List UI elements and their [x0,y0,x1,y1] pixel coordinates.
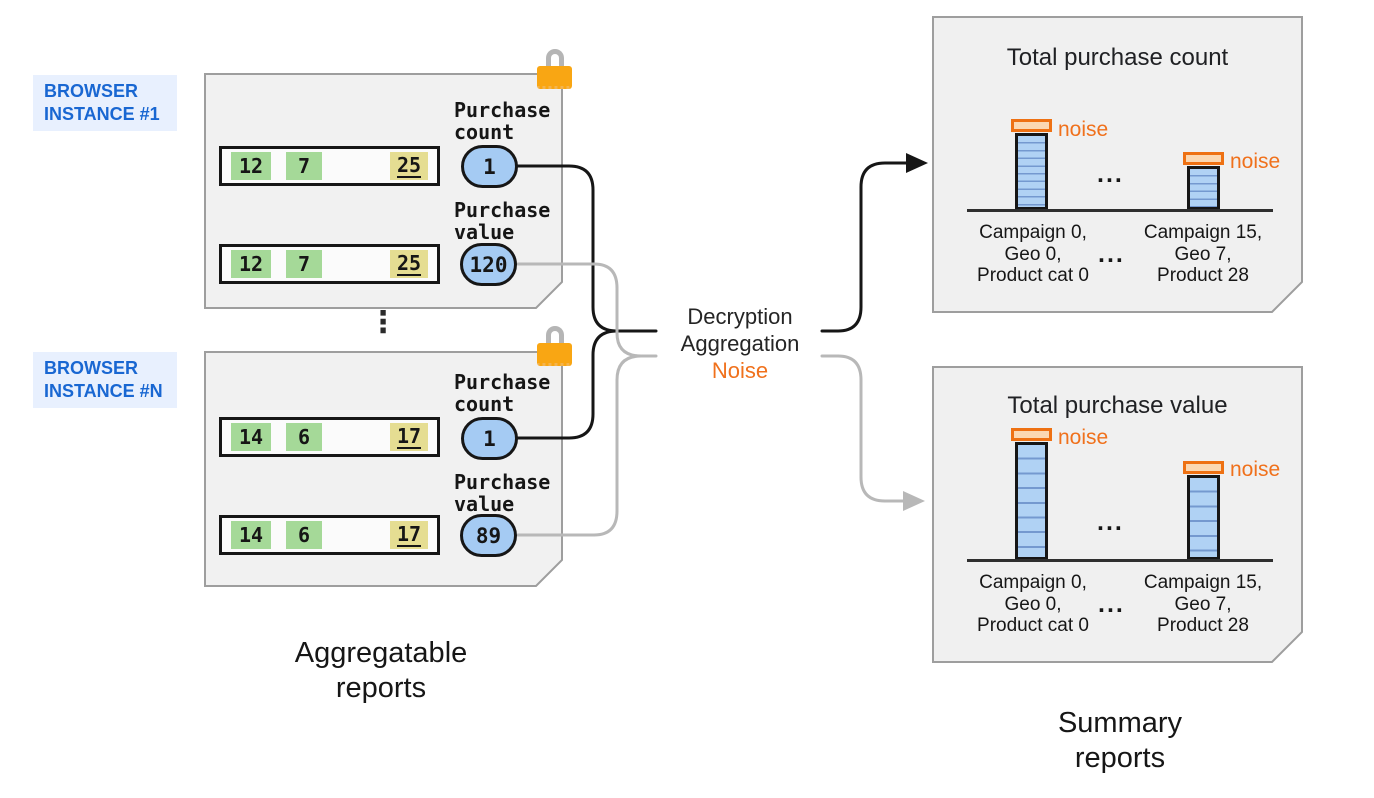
lock-icon [546,326,564,346]
noise-cap [1011,428,1052,441]
count-flow-from-instance1 [515,164,658,333]
noise-cap [1011,119,1052,132]
x-axis [967,559,1273,562]
bucket-cell-highlight: 25 [390,250,428,278]
count-bar-1 [1015,133,1048,210]
bucket-cell: 14 [231,521,271,549]
browser-instance-n-label-line2: INSTANCE #N [44,381,163,401]
bucket-cell-highlight: 17 [390,423,428,451]
x-labels-ellipsis: ... [1098,590,1125,618]
bucket-cell: 6 [286,521,322,549]
purchase-value-label: Purchase value [454,198,551,244]
value-bar-1 [1015,442,1048,560]
browser-instance-1-label: BROWSER INSTANCE #1 [33,75,177,131]
noise-label: noise [1058,426,1109,449]
step-noise: Noise [711,358,769,383]
lock-icon [537,343,572,366]
instance1-count-row: 12 7 25 [219,146,440,186]
count-flow-from-instancen [515,329,619,440]
x-axis [967,209,1273,212]
instancen-count-row: 14 6 17 [219,417,440,457]
x-label-group: Campaign 0, Geo 0, Product cat 0 [977,222,1089,286]
value-flow-from-instancen [516,354,643,537]
x-label-group: Campaign 0, Geo 0, Product cat 0 [977,572,1089,636]
summary-reports-caption: Summary reports [1057,707,1183,774]
value-flow-to-summary [820,354,905,503]
bucket-cell: 12 [231,250,271,278]
summary-report-box-count [932,16,1303,313]
noise-label: noise [1230,458,1281,481]
value-arrowhead-icon [903,491,925,511]
more-instances-ellipsis: ⋮ [368,305,398,340]
count-arrowhead-icon [906,153,928,173]
count-bar-2 [1187,166,1220,210]
step-aggregation: Aggregation [680,331,800,356]
noise-cap [1183,461,1224,474]
count-flow-to-summary [820,161,908,333]
x-label-group: Campaign 15, Geo 7, Product 28 [1143,222,1263,286]
purchase-value-pill: 89 [460,514,517,557]
bucket-cell: 7 [286,152,322,180]
instance1-value-row: 12 7 25 [219,244,440,284]
value-bar-2 [1187,475,1220,560]
bucket-cell: 14 [231,423,271,451]
bucket-cell-highlight: 25 [390,152,428,180]
aggregatable-reports-caption: Aggregatable reports [294,637,468,704]
bucket-cell-highlight: 17 [390,521,428,549]
browser-instance-1-label-line1: BROWSER [44,81,138,101]
step-decryption: Decryption [687,304,793,329]
purchase-value-label: Purchase value [454,470,551,516]
instancen-value-row: 14 6 17 [219,515,440,555]
browser-instance-n-label-line1: BROWSER [44,358,138,378]
value-flow-from-instance1 [516,262,658,358]
purchase-count-label: Purchase count [454,370,551,416]
processing-steps: Decryption Aggregation Noise [650,303,830,384]
bucket-cell: 6 [286,423,322,451]
lock-icon [546,49,564,69]
noise-label: noise [1058,118,1109,141]
bars-ellipsis: ... [1097,508,1124,536]
noise-cap [1183,152,1224,165]
summary-count-title: Total purchase count [1006,44,1229,71]
lock-icon [537,66,572,89]
browser-instance-n-label: BROWSER INSTANCE #N [33,352,177,408]
x-labels-ellipsis: ... [1098,240,1125,268]
purchase-value-pill: 120 [460,243,517,286]
bucket-cell: 7 [286,250,322,278]
bars-ellipsis: ... [1097,160,1124,188]
purchase-count-pill: 1 [461,145,518,188]
browser-instance-1-label-line2: INSTANCE #1 [44,104,160,124]
noise-label: noise [1230,150,1281,173]
bucket-cell: 12 [231,152,271,180]
x-label-group: Campaign 15, Geo 7, Product 28 [1143,572,1263,636]
purchase-count-pill: 1 [461,417,518,460]
purchase-count-label: Purchase count [454,98,551,144]
summary-value-title: Total purchase value [1007,392,1228,419]
